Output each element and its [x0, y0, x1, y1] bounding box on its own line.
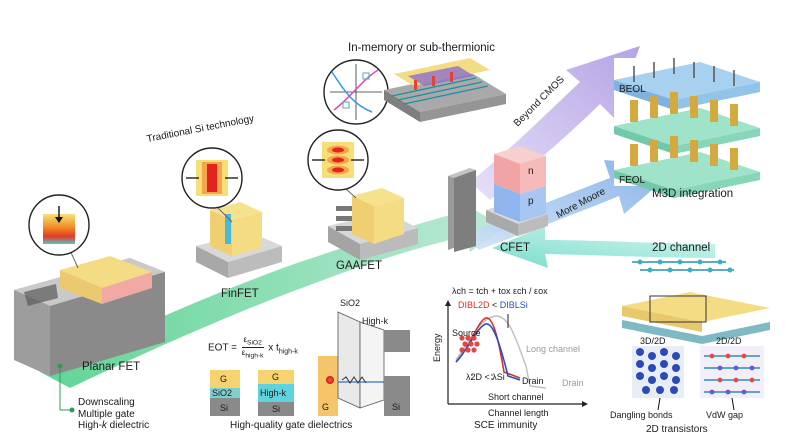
stack2-g: G: [272, 372, 280, 382]
lambda-compare: λ2D < λSi: [466, 372, 505, 382]
in-memory-label: In-memory or sub-thermionic: [348, 42, 495, 54]
vdw-gap-label: VdW gap: [706, 410, 744, 420]
stack1-sio2: SiO2: [212, 388, 233, 398]
in-memory-device: [384, 58, 506, 122]
band-g-label: G: [322, 402, 330, 412]
dibl-compare: DIBL2D < DIBLSi: [458, 300, 528, 310]
finfet-label: FinFET: [221, 288, 259, 300]
planar-fet-device: [14, 256, 165, 376]
dangling-bonds-label: Dangling bonds: [610, 410, 673, 420]
gate-dielectrics-caption: High-quality gate dielectrics: [230, 420, 353, 431]
long-channel-label: Long channel: [526, 344, 581, 354]
gaafet-label: GAAFET: [336, 260, 383, 272]
planar-fet-label: Planar FET: [82, 361, 141, 373]
m3d-label: M3D integration: [652, 188, 734, 200]
band-diagram: [318, 311, 410, 416]
cfet-label: CFET: [500, 242, 531, 254]
label-2d2d: 2D/2D: [716, 336, 742, 346]
stack2-highk: High-k: [260, 388, 287, 398]
downscaling-text: Downscaling Multiple gate High-k dielect…: [78, 397, 150, 431]
m3d-stack: [614, 58, 764, 198]
feol-label: FEOL: [619, 175, 646, 186]
channel-length-label: Channel length: [488, 408, 549, 418]
two-d-channel-lattice: [632, 259, 734, 273]
stack1-si: Si: [220, 403, 229, 413]
band-sio2-label: SiO2: [340, 298, 361, 308]
in-memory-inset: [323, 59, 389, 125]
band-si-label: Si: [392, 402, 401, 412]
cfet-n-label: n: [528, 166, 534, 177]
two-d-caption: 2D transistors: [646, 424, 708, 435]
short-channel-label: Short channel: [488, 392, 544, 402]
two-d-device: [622, 292, 770, 344]
stack1-g: G: [220, 374, 228, 384]
cfet-device: [448, 146, 548, 252]
cfet-p-label: p: [528, 196, 534, 207]
drain-label-2: Drain: [562, 378, 584, 388]
finfet-device: [196, 202, 282, 278]
two-d-channel-label: 2D channel: [652, 242, 711, 254]
two-d-arrow: [492, 226, 715, 268]
downscaling-connector: [57, 363, 75, 413]
lambda-formula: λch = tch + tox εch / εox: [452, 286, 548, 296]
band-highk-label: High-k: [362, 316, 389, 326]
eot-formula: EOT = εSiO2 εhigh-k x thigh-k: [208, 335, 298, 360]
planar-inset: [28, 194, 90, 269]
stack2-si: Si: [272, 404, 281, 414]
label-3d2d: 3D/2D: [640, 336, 666, 346]
gate-stack-sio2: [210, 370, 240, 416]
sce-caption: SCE immunity: [474, 420, 538, 431]
gaafet-inset: [307, 129, 369, 199]
beol-label: BEOL: [619, 84, 646, 95]
gaafet-device: [328, 188, 418, 260]
energy-axis-label: Energy: [432, 333, 442, 362]
sce-plot: [445, 300, 588, 407]
gate-stack-highk: [258, 370, 294, 416]
drain-label-1: Drain: [522, 376, 544, 386]
finfet-inset: [181, 147, 243, 223]
source-label: Source: [452, 328, 481, 338]
dangling-bond-structure: [632, 346, 684, 398]
vdw-structure: [657, 346, 764, 411]
